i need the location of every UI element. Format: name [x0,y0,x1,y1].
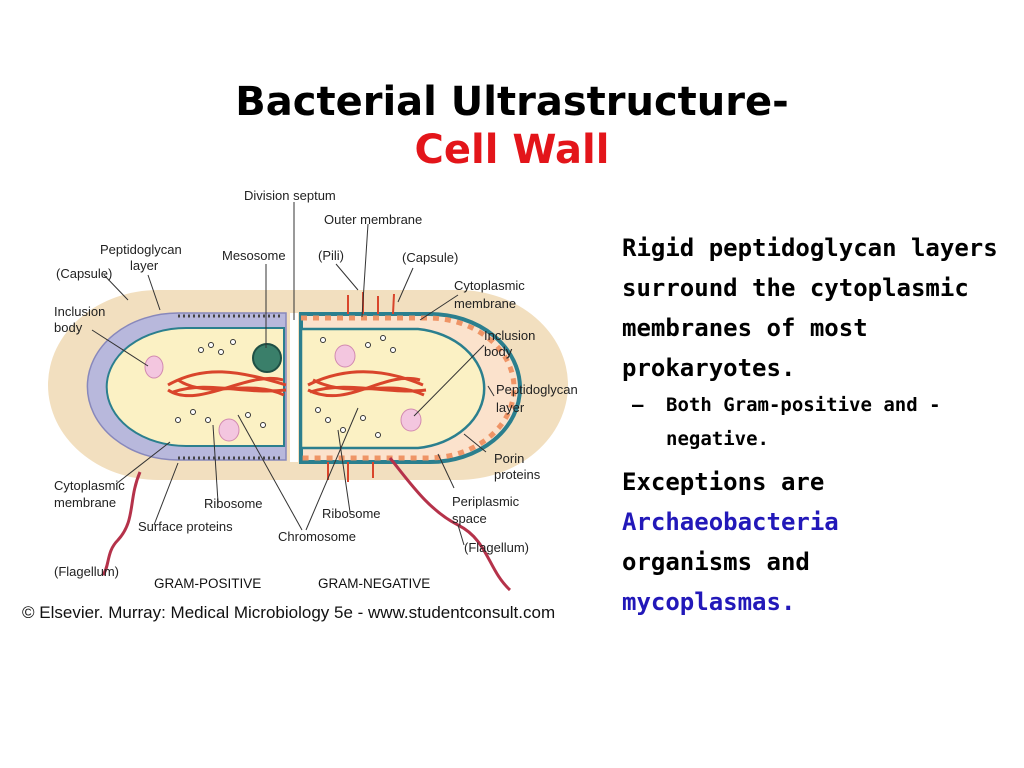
slide-title: Bacterial Ultrastructure- Cell Wall [0,78,1024,174]
bullet-list: Rigid peptidoglycan layers surround the … [622,228,1017,622]
label-inclusion-left-1: Inclusion [54,304,105,319]
label-pili: (Pili) [318,248,344,263]
division-septum [290,313,298,462]
label-peptidoglycan-right-2: layer [496,400,525,415]
chromosome-gram-positive [167,370,287,398]
label-cytoplasmic-right-2: membrane [454,296,516,311]
title-line-1: Bacterial Ultrastructure- [235,79,789,125]
label-capsule-left: (Capsule) [56,266,112,281]
label-ribosome-right: Ribosome [322,506,381,521]
label-flagellum-right: (Flagellum) [464,540,529,555]
label-surface-proteins: Surface proteins [138,519,233,534]
label-chromosome: Chromosome [278,529,356,544]
label-porin-1: Porin [494,451,524,466]
point2-text-1: Exceptions are [622,468,825,496]
point2-archaeobacteria: Archaeobacteria [622,508,839,536]
point2-text-2: organisms and [622,548,810,576]
diagram-svg: Division septum Outer membrane Peptidogl… [22,188,578,622]
figure-credit: © Elsevier. Murray: Medical Microbiology… [22,603,555,622]
leader-lines [91,202,495,546]
label-gram-negative: GRAM-NEGATIVE [318,576,430,591]
label-cytoplasmic-left-1: Cytoplasmic [54,478,125,493]
label-peptidoglycan-right-1: Peptidoglycan [496,382,578,397]
label-capsule-right: (Capsule) [402,250,458,265]
ribosomes [175,335,396,438]
bullet-point-2: Exceptions are Archaeobacteria organisms… [622,462,1017,622]
label-inclusion-left-2: body [54,320,83,335]
label-peptidoglycan-left-1: Peptidoglycan [100,242,182,257]
label-periplasmic-2: space [452,511,487,526]
label-flagellum-left: (Flagellum) [54,564,119,579]
label-inclusion-right-2: body [484,344,513,359]
label-mesosome: Mesosome [222,248,286,263]
sub-bullet: – Both Gram-positive and -negative. [622,388,1017,456]
flagellum-gram-positive [101,471,142,576]
label-peptidoglycan-left-2: layer [130,258,159,273]
bullet-point-1: Rigid peptidoglycan layers surround the … [622,234,998,382]
title-line-2: Cell Wall [414,127,610,173]
label-division-septum: Division septum [244,188,336,203]
inclusion-body-gram-negative [334,344,356,368]
label-ribosome-left: Ribosome [204,496,263,511]
sub-bullet-dash: – [632,394,644,416]
porin-proteins-band [301,315,517,461]
inclusion-body-gram-positive [144,355,164,379]
label-cytoplasmic-left-2: membrane [54,495,116,510]
label-outer-membrane: Outer membrane [324,212,422,227]
sub-bullet-text: Both Gram-positive and -negative. [666,394,941,450]
label-periplasmic-1: Periplasmic [452,494,520,509]
label-porin-2: proteins [494,467,541,482]
label-inclusion-right-1: Inclusion [484,328,535,343]
label-cytoplasmic-right-1: Cytoplasmic [454,278,525,293]
mesosome [252,343,282,373]
chromosome-gram-negative [307,370,427,398]
inclusion-body-gram-positive-2 [218,418,240,442]
point2-mycoplasmas: mycoplasmas. [622,588,796,616]
label-gram-positive: GRAM-POSITIVE [154,576,261,591]
bacterial-cell-wall-diagram: Division septum Outer membrane Peptidogl… [18,180,618,630]
